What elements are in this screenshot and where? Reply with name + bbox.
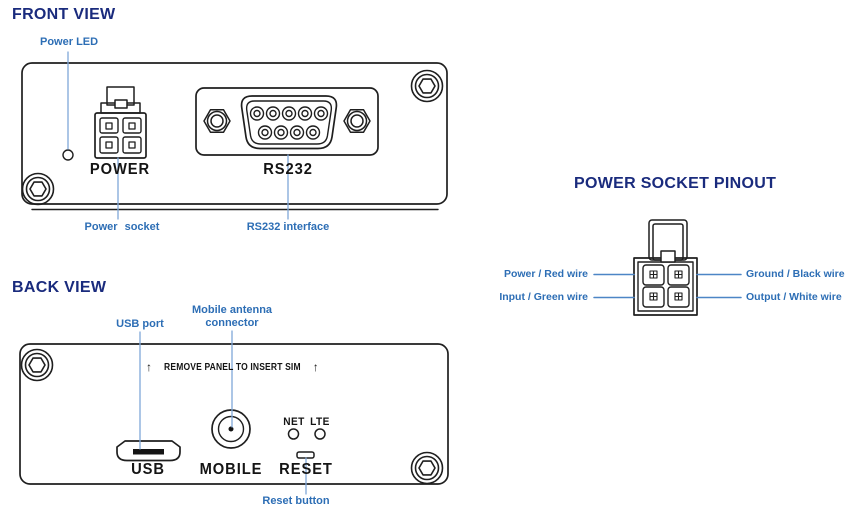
pinout-callout-lines xyxy=(593,273,742,299)
front-view-title: FRONT VIEW xyxy=(12,6,116,23)
mobile-print-label: MOBILE xyxy=(199,461,263,478)
net-led-icon xyxy=(287,428,300,440)
back-screw-top-left-icon xyxy=(20,348,54,382)
power-led-callout-label: Power LED xyxy=(40,36,99,48)
rs232-interface-callout-label: RS232 interface xyxy=(246,221,330,233)
power-socket-callout-label: Power socket xyxy=(84,221,160,233)
reset-button-drawing xyxy=(296,451,315,459)
back-screw-bottom-right-icon xyxy=(410,451,444,485)
pinout-ground-black-label: Ground / Black wire xyxy=(746,268,845,280)
arrow-up-icon: ↑ xyxy=(146,360,152,374)
power-led-icon xyxy=(62,149,74,161)
pinout-input-green-label: Input / Green wire xyxy=(499,291,588,303)
sim-notice-row: ↑ REMOVE PANEL TO INSERT SIM ↑ xyxy=(146,360,319,374)
mobile-antenna-callout-line2: connector xyxy=(205,316,259,329)
front-screw-bottom-left-icon xyxy=(21,172,55,206)
pinout-output-white-label: Output / White wire xyxy=(746,291,842,303)
sim-notice-text: REMOVE PANEL TO INSERT SIM xyxy=(164,361,301,373)
front-screw-top-right-icon xyxy=(410,69,444,103)
back-panel-outline xyxy=(19,343,449,485)
back-callout-lines xyxy=(139,330,307,495)
rs232-connector-drawing xyxy=(195,87,379,156)
usb-port-drawing xyxy=(116,440,181,462)
back-view-title: BACK VIEW xyxy=(12,279,107,296)
mobile-antenna-callout-line1: Mobile antenna xyxy=(191,304,273,316)
usb-print-label: USB xyxy=(131,461,165,478)
reset-print-label: RESET xyxy=(279,461,333,478)
pinout-power-red-label: Power / Red wire xyxy=(503,268,588,280)
power-socket-drawing xyxy=(94,86,147,159)
rs232-print-label: RS232 xyxy=(263,161,313,178)
front-panel-outline xyxy=(21,62,448,211)
power-print-label: POWER xyxy=(89,161,151,178)
lte-print-label: LTE xyxy=(310,416,330,428)
arrow-up-icon: ↑ xyxy=(312,360,319,374)
pinout-title: POWER SOCKET PINOUT xyxy=(574,175,777,192)
reset-button-callout-label: Reset button xyxy=(262,495,330,507)
lte-led-icon xyxy=(314,428,326,440)
pinout-connector-drawing xyxy=(633,219,698,316)
usb-port-callout-label: USB port xyxy=(116,318,164,330)
net-print-label: NET xyxy=(283,416,305,428)
front-callout-lines xyxy=(67,51,289,220)
mobile-antenna-callout-label: Mobile antenna connector xyxy=(172,304,292,329)
mobile-antenna-drawing xyxy=(211,409,251,449)
